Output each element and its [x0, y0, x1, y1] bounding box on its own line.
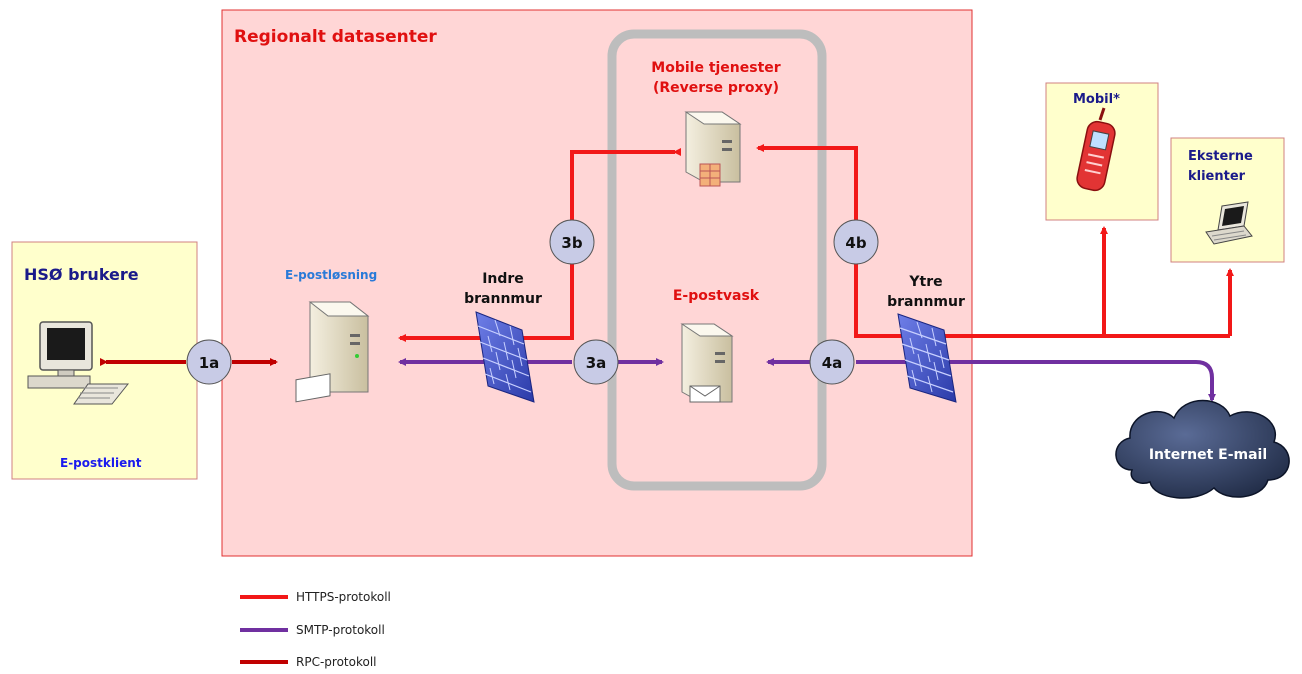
badge-4a: 4a — [809, 339, 855, 385]
hso-client-label: E-postklient — [60, 456, 142, 470]
badge-4b-text: 4b — [845, 234, 866, 252]
laptop-icon — [1205, 201, 1253, 245]
badge-3a-text: 3a — [586, 354, 607, 372]
outer-firewall-label-line2: brannmur — [887, 294, 965, 310]
legend: HTTPS-protokoll SMTP-protokoll RPC-proto… — [240, 590, 391, 669]
badge-3a: 3a — [573, 339, 619, 385]
legend-https-label: HTTPS-protokoll — [296, 590, 391, 604]
badge-4b: 4b — [833, 219, 879, 265]
inner-firewall-label-line2: brannmur — [464, 291, 542, 307]
datacenter-box — [221, 9, 973, 557]
dmz-title-line1: Mobile tjenester — [651, 60, 781, 76]
badge-1a: 1a — [186, 339, 232, 385]
inner-firewall-icon — [475, 311, 535, 403]
datacenter-title: Regionalt datasenter — [234, 27, 437, 47]
mail-solution-label: E-postløsning — [285, 268, 377, 282]
external-label-line2: klienter — [1188, 169, 1246, 184]
outer-firewall-icon — [897, 313, 957, 403]
outer-firewall-label-line1: Ytre — [908, 274, 942, 290]
mailwash-server-icon — [680, 323, 734, 403]
smtp-outer-to-internet — [856, 360, 1216, 402]
mobile-label: Mobil* — [1073, 92, 1120, 107]
legend-rpc-label: RPC-protokoll — [296, 655, 377, 669]
badge-4a-text: 4a — [822, 354, 843, 372]
mobile-phone-icon — [1076, 107, 1116, 192]
internet-label: Internet E-mail — [1149, 447, 1267, 463]
legend-smtp-label: SMTP-protokoll — [296, 623, 385, 637]
hso-title: HSØ brukere — [24, 265, 139, 284]
badge-3b: 3b — [549, 219, 595, 265]
internet-cloud-icon — [1115, 399, 1290, 499]
proxy-server-icon — [684, 111, 742, 187]
desktop-computer-icon — [27, 321, 130, 405]
mailwash-label: E-postvask — [673, 288, 760, 304]
inner-firewall-label-line1: Indre — [482, 271, 524, 287]
dmz-title-line2: (Reverse proxy) — [653, 80, 779, 96]
badge-1a-text: 1a — [199, 354, 220, 372]
external-label-line1: Eksterne — [1188, 149, 1253, 164]
mail-server-icon — [295, 301, 370, 403]
badge-3b-text: 3b — [561, 234, 582, 252]
